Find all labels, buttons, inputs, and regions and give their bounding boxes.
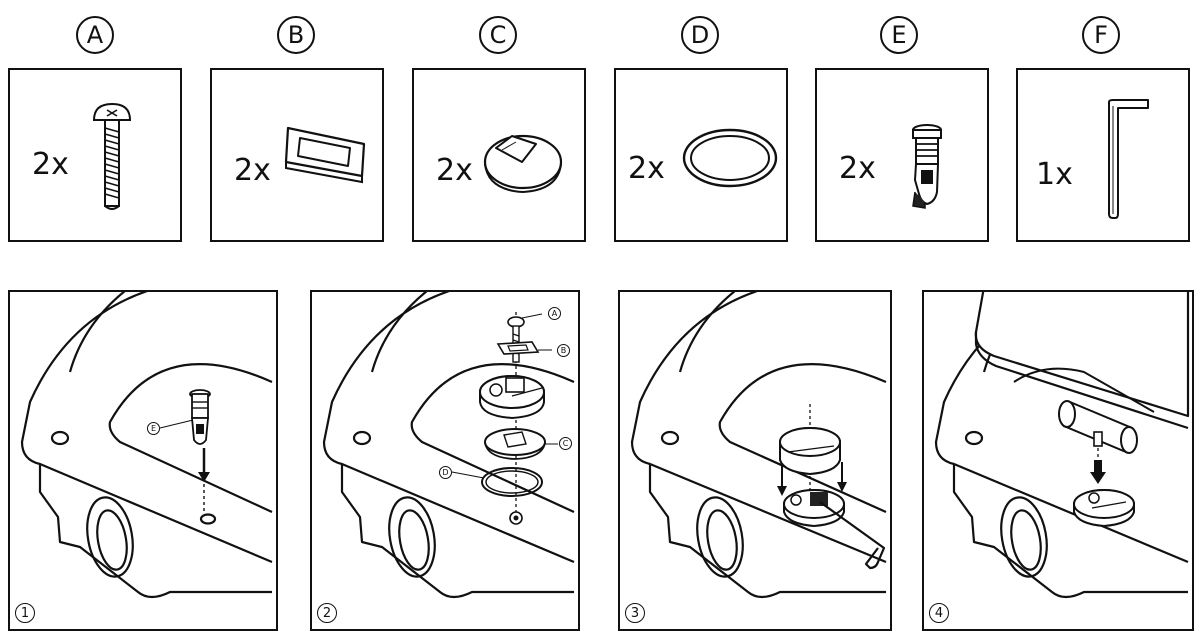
part-letter-e: E xyxy=(880,16,918,54)
part-box-b: 2x xyxy=(210,68,384,242)
o-ring-icon xyxy=(682,128,778,188)
callout-a: A xyxy=(548,307,561,320)
part-qty-f: 1x xyxy=(1036,157,1073,192)
hinge-cap xyxy=(779,427,841,476)
hinge-barrel xyxy=(1058,400,1138,454)
part-qty-d: 2x xyxy=(628,151,665,186)
part-box-e: 2x xyxy=(815,68,989,242)
callout-d: D xyxy=(439,466,452,479)
part-box-d: 2x xyxy=(614,68,788,242)
hinge-base xyxy=(783,489,845,528)
rectangular-washer-icon xyxy=(284,126,366,184)
part-box-a: 2x xyxy=(8,68,182,242)
toilet-bowl-scene xyxy=(20,292,273,599)
toilet-bowl-scene xyxy=(630,292,887,599)
step-number-4: 4 xyxy=(929,603,949,623)
toilet-bowl-scene xyxy=(322,292,575,599)
part-box-c: 2x xyxy=(412,68,586,242)
step-number-2: 2 xyxy=(317,603,337,623)
anchor-part-e xyxy=(189,389,211,445)
part-letter-c: C xyxy=(479,16,517,54)
screw-icon xyxy=(92,102,132,210)
part-letter-f: F xyxy=(1082,16,1120,54)
washer-part-b xyxy=(496,341,540,355)
expansion-anchor-icon xyxy=(912,124,942,209)
hinge-base xyxy=(1073,489,1135,528)
hex-key-icon xyxy=(1108,99,1149,219)
hinge-base xyxy=(479,375,545,420)
step-panel-1: E 1 xyxy=(8,290,278,631)
screw-part-a xyxy=(507,316,525,363)
o-ring-part-d xyxy=(481,467,543,497)
part-qty-b: 2x xyxy=(234,153,271,188)
part-letter-b: B xyxy=(277,16,315,54)
part-qty-a: 2x xyxy=(32,147,69,182)
step-panel-3: 3 xyxy=(618,290,892,631)
step-panel-2: A B C D 2 xyxy=(310,290,580,631)
part-qty-c: 2x xyxy=(436,153,473,188)
part-qty-e: 2x xyxy=(839,151,876,186)
step-panel-4: 4 xyxy=(922,290,1194,631)
callout-e: E xyxy=(147,422,160,435)
step-number-3: 3 xyxy=(625,603,645,623)
callout-b: B xyxy=(557,344,570,357)
plate-part-c xyxy=(484,428,546,460)
part-letter-a: A xyxy=(76,16,114,54)
step-number-1: 1 xyxy=(15,603,35,623)
toilet-seat-lid xyxy=(974,292,1190,430)
part-letter-d: D xyxy=(681,16,719,54)
part-box-f: 1x xyxy=(1016,68,1190,242)
toilet-bowl-scene xyxy=(934,292,1190,599)
round-plate-icon xyxy=(483,134,563,194)
hex-key-tool xyxy=(819,501,886,570)
callout-c: C xyxy=(559,437,572,450)
